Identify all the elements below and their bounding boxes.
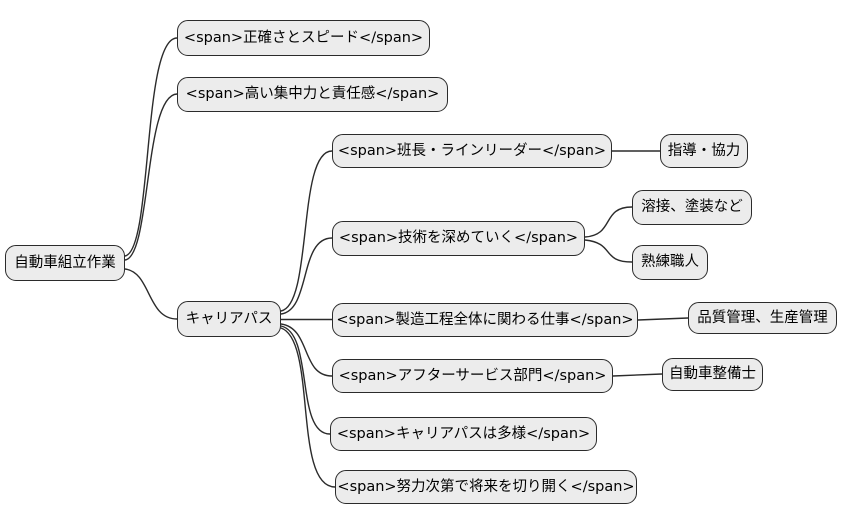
edge-root-to-accuracy-speed — [124, 37, 178, 257]
edge-career-path-to-deepen-skills — [280, 237, 333, 315]
edge-career-path-to-diverse-paths — [280, 325, 331, 435]
node-after-service: <span>アフターサービス部門</span> — [332, 359, 613, 393]
node-accuracy-speed: <span>正確さとスピード</span> — [177, 20, 430, 56]
edge-root-to-concentration — [124, 93, 178, 261]
node-concentration: <span>高い集中力と責任感</span> — [177, 77, 448, 112]
edge-deepen-skills-to-welding-painting — [584, 206, 633, 238]
edge-career-path-to-line-leader — [280, 150, 333, 312]
node-manufacturing: <span>製造工程全体に関わる仕事</span> — [332, 303, 638, 337]
node-deepen-skills: <span>技術を深めていく</span> — [332, 221, 585, 256]
edge-manufacturing-to-quality-mgmt — [637, 317, 689, 321]
edge-root-to-career-path — [124, 268, 178, 320]
node-root: 自動車組立作業 — [5, 245, 125, 281]
node-guidance: 指導・協力 — [660, 134, 748, 168]
node-diverse-paths: <span>キャリアパスは多様</span> — [330, 417, 597, 451]
node-mechanic: 自動車整備士 — [662, 358, 763, 391]
node-welding-painting: 溶接、塗装など — [632, 190, 752, 225]
edge-deepen-skills-to-craftsman — [584, 239, 633, 263]
node-career-path: キャリアパス — [177, 301, 281, 337]
edge-career-path-to-effort-future — [280, 327, 336, 488]
edge-career-path-to-after-service — [280, 323, 333, 377]
node-line-leader: <span>班長・ラインリーダー</span> — [332, 134, 612, 168]
edge-after-service-to-mechanic — [612, 373, 663, 377]
node-craftsman: 熟練職人 — [632, 245, 708, 280]
node-quality-mgmt: 品質管理、生産管理 — [688, 302, 837, 334]
node-effort-future: <span>努力次第で将来を切り開く</span> — [335, 470, 637, 504]
